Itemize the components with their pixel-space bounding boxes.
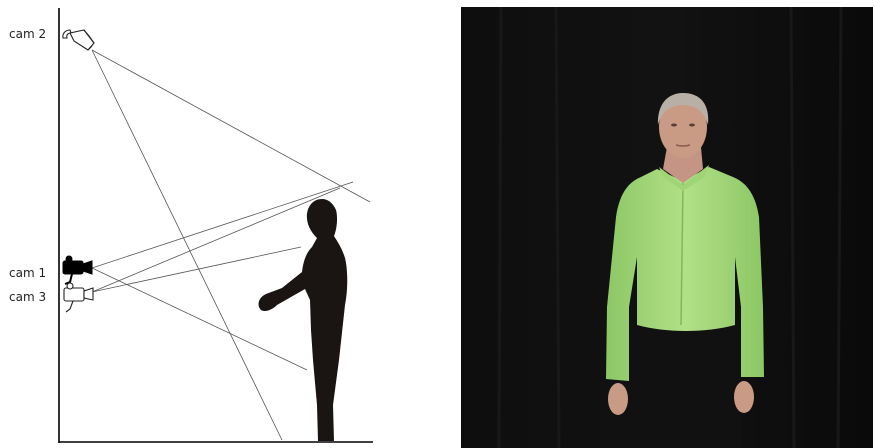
camera-setup-diagram: cam 2 cam 1 cam 3 (0, 0, 460, 448)
person-silhouette (259, 199, 348, 441)
right-hand (734, 381, 754, 413)
cam3-view-line-lower (92, 247, 301, 292)
video-camera-icon (64, 283, 93, 312)
right-eye (689, 124, 695, 127)
cam3-label: cam 3 (9, 290, 46, 304)
trousers (629, 319, 743, 448)
cam2: cam 2 (9, 27, 94, 50)
left-eye (671, 124, 677, 127)
cam2-view-line-upper (92, 50, 370, 202)
left-hand (608, 383, 628, 415)
security-camera-icon (63, 30, 94, 50)
cam2-label: cam 2 (9, 27, 46, 41)
subject-photo (461, 7, 873, 448)
video-camera-icon (63, 256, 92, 284)
cam1: cam 1 (9, 256, 92, 284)
cam1-label: cam 1 (9, 266, 46, 280)
cam1-view-line-lower (92, 268, 307, 370)
cam3: cam 3 (9, 283, 93, 312)
cam2-view-line-lower (92, 50, 282, 440)
